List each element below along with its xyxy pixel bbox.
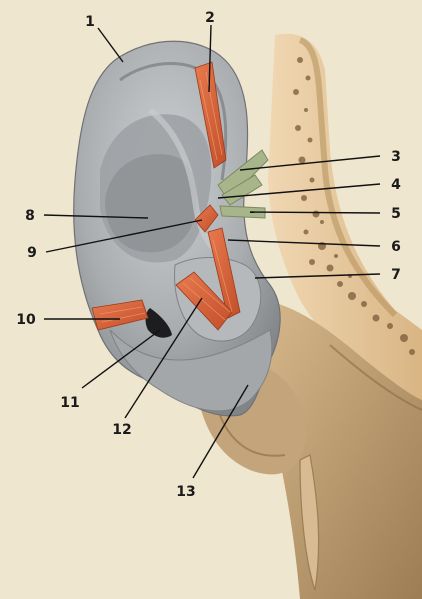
callout-9: 9: [27, 245, 37, 261]
callout-10: 10: [16, 312, 36, 328]
callout-4: 4: [391, 177, 401, 193]
callout-1: 1: [85, 14, 95, 30]
callout-13: 13: [176, 484, 195, 500]
callout-2: 2: [205, 10, 215, 26]
callout-7: 7: [391, 267, 401, 283]
leader-5: [250, 212, 380, 213]
callout-12: 12: [112, 422, 131, 438]
callout-11: 11: [60, 395, 79, 411]
callout-8: 8: [25, 208, 35, 224]
callout-6: 6: [391, 239, 401, 255]
callout-3: 3: [391, 149, 401, 165]
callout-5: 5: [391, 206, 401, 222]
